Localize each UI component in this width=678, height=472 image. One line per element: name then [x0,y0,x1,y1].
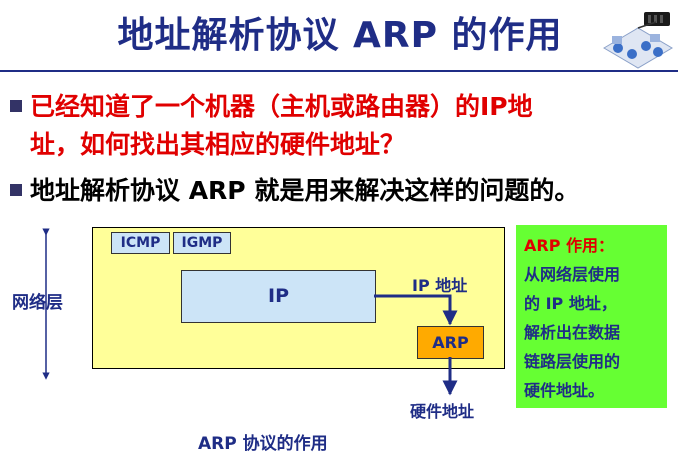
network-layer-label: 网络层 [12,293,63,313]
bullet-marker [10,100,22,112]
icmp-box: ICMP [111,232,170,254]
arp-function-note: ARP 作用： 从网络层使用 的 IP 地址， 解析出在数据 链路层使用的 硬件… [516,225,667,408]
diagram-caption: ARP 协议的作用 [198,434,328,454]
bullet-marker [10,184,22,196]
page-title: 地址解析协议 ARP 的作用 [117,15,563,56]
note-line: 从网络层使用 [524,265,621,284]
bullet-line: 址，如何找出其相应的硬件地址？ [30,130,406,159]
note-line: 解析出在数据 [524,323,621,342]
hardware-address-label: 硬件地址 [410,402,475,421]
bullet-question: 已经知道了一个机器（主机或路由器）的IP地 址，如何找出其相应的硬件地址？ [30,88,670,164]
note-line: 的 IP 地址， [524,294,617,313]
igmp-box: IGMP [173,232,231,254]
ip-box: IP [181,270,376,323]
note-line: 硬件地址。 [524,381,605,400]
network-devices-icon [603,12,673,69]
bullet-answer: 地址解析协议 ARP 就是用来解决这样的问题的。 [30,172,675,210]
note-heading: ARP 作用： [524,236,615,255]
ip-to-arp-arrow [374,294,458,326]
arp-box: ARP [417,326,484,359]
ip-address-label: IP 地址 [412,276,468,295]
bullet-line: 已经知道了一个机器（主机或路由器）的IP地 [30,92,533,121]
title-divider [0,70,678,72]
bullet-line: 地址解析协议 ARP 就是用来解决这样的问题的。 [30,176,580,205]
note-line: 链路层使用的 [524,352,621,371]
